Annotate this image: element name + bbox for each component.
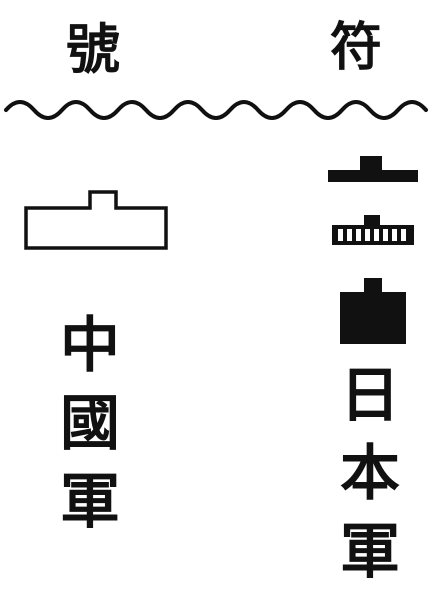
title-char-hao: 號	[66, 17, 120, 81]
title-char-fu: 符	[330, 17, 383, 78]
japan-label-char: 軍	[340, 517, 400, 587]
japan-label-char: 本	[340, 439, 400, 509]
china-army-label: 中 國 軍	[60, 316, 120, 550]
china-label-char: 中	[60, 311, 120, 381]
china-label-char: 軍	[60, 467, 120, 537]
wavy-divider	[4, 100, 428, 120]
japan-symbol-solid-icon	[340, 278, 406, 344]
china-label-char: 國	[60, 389, 120, 459]
japan-symbol-flat-icon	[328, 156, 418, 182]
china-army-symbol	[24, 190, 168, 250]
japan-army-label: 日 本 軍	[340, 366, 400, 600]
japan-label-char: 日	[340, 361, 400, 431]
japan-symbol-dotted-icon	[332, 215, 414, 245]
